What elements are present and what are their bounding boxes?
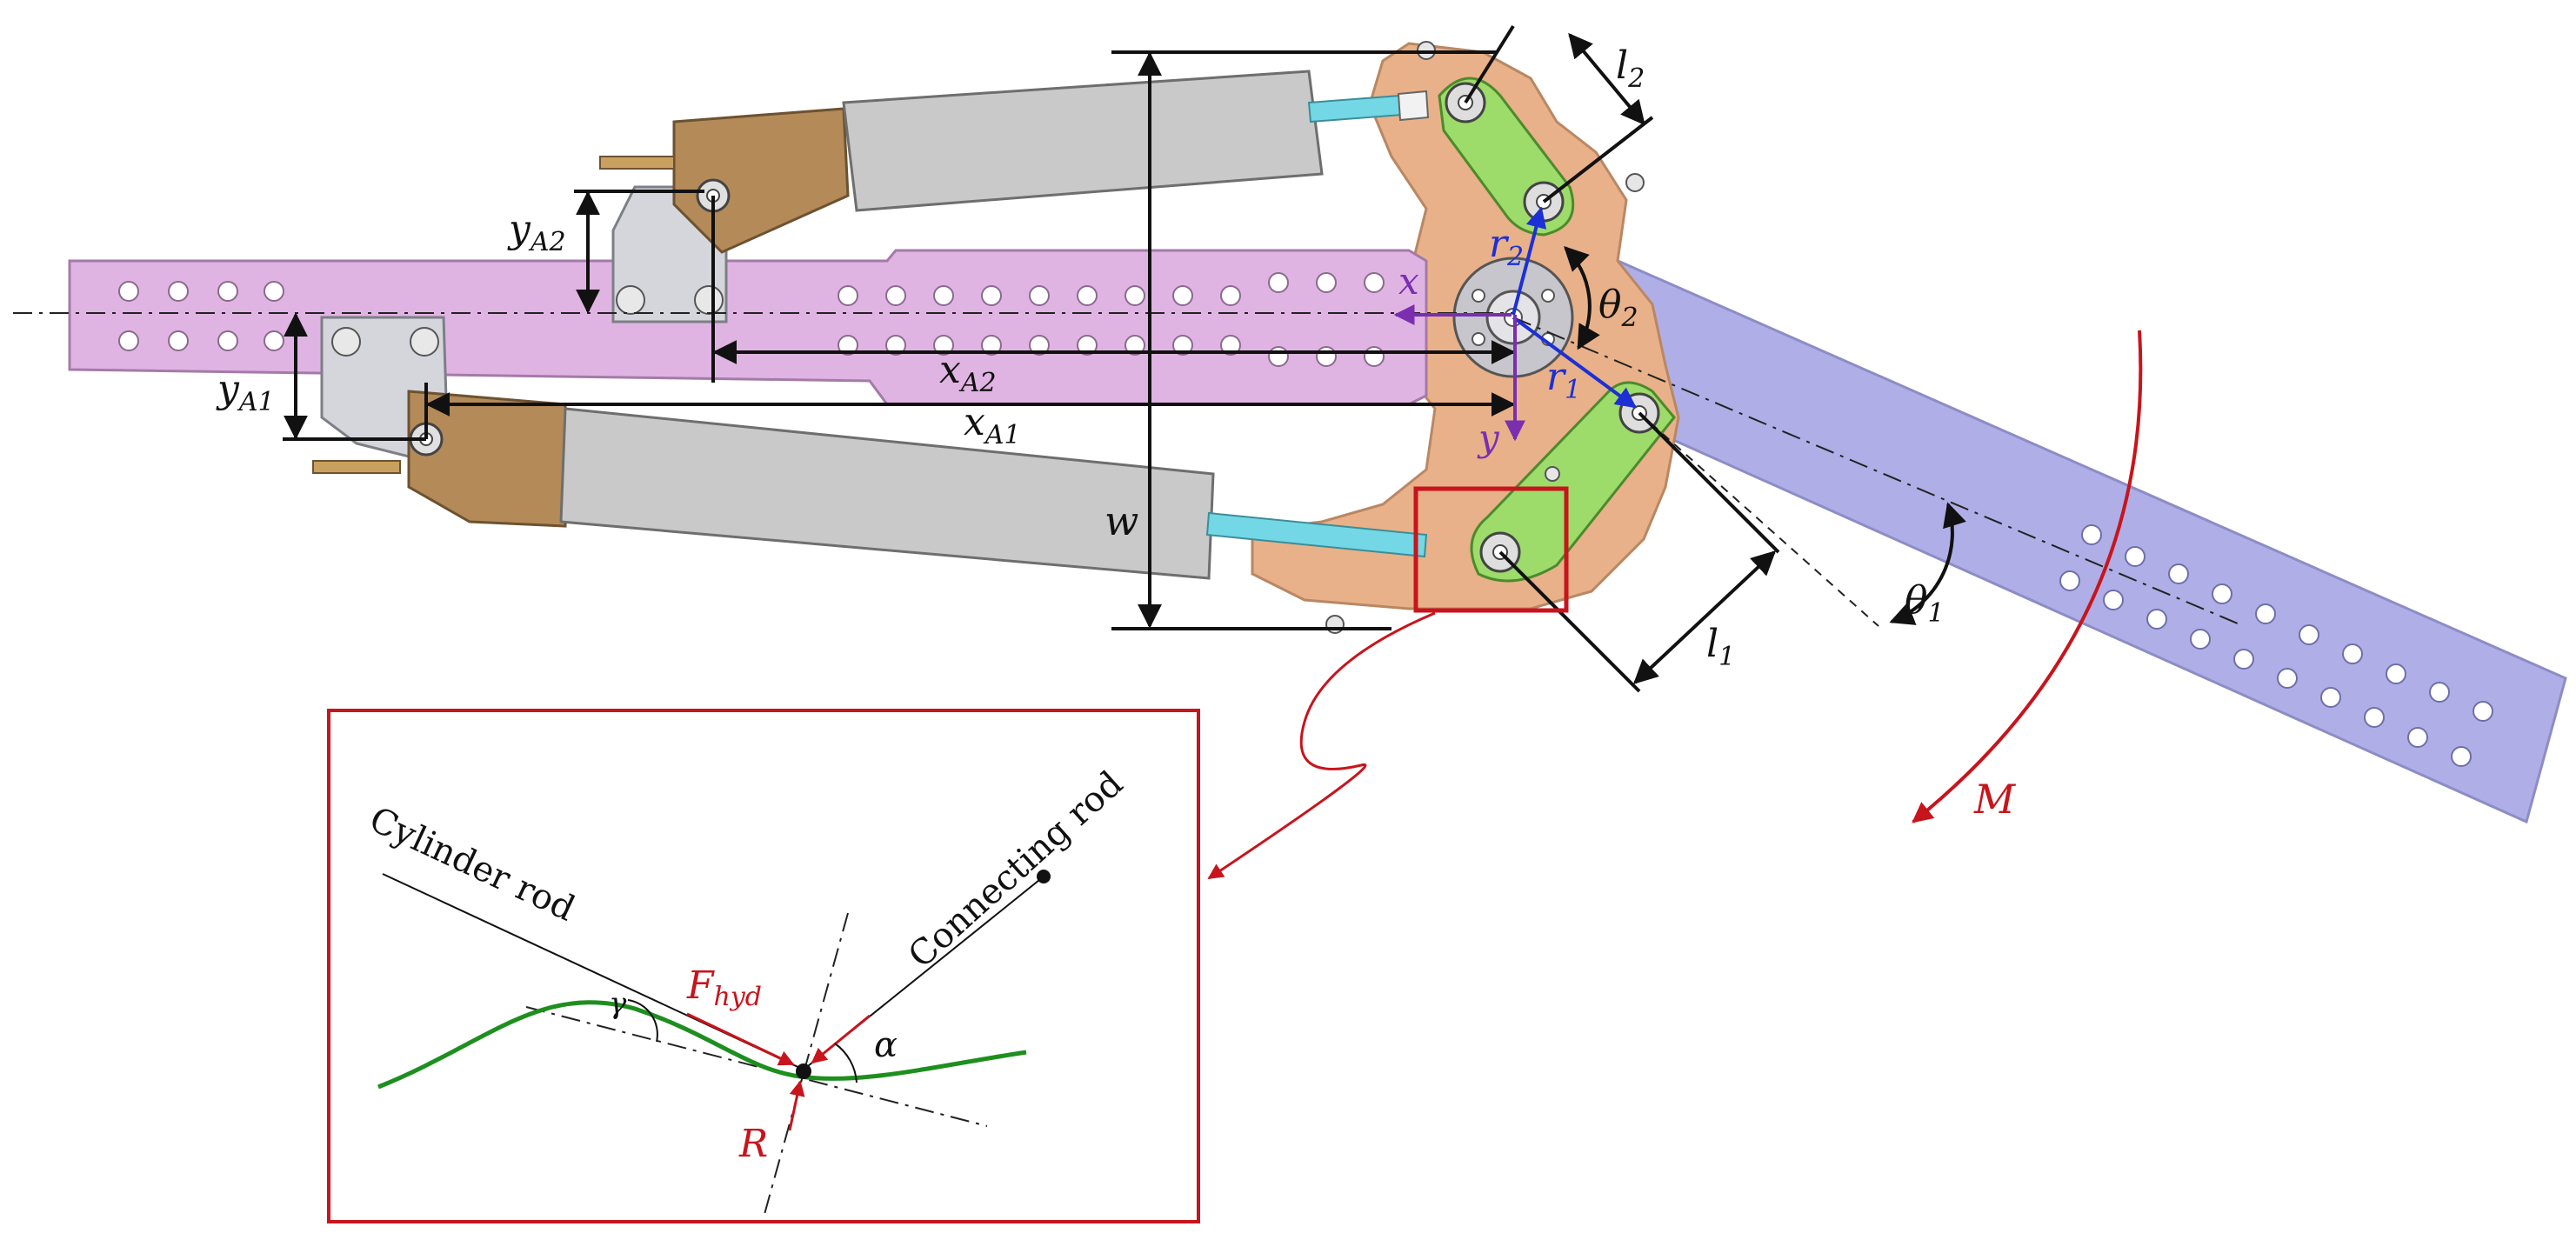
l1-label: l1	[1706, 622, 1735, 672]
xA1-main: x	[964, 400, 985, 444]
mechanism-drawing	[68, 41, 2567, 824]
connecting-rod-force-arrow	[811, 1014, 871, 1064]
arm-holes	[2059, 524, 2493, 767]
r1-main: r	[1546, 355, 1567, 399]
yA2-label: yA2	[507, 207, 566, 257]
r2-sub: 2	[1506, 242, 1524, 272]
gamma-label: γ	[609, 986, 627, 1021]
yA2-main: y	[507, 207, 531, 251]
tangent-line	[525, 1006, 988, 1127]
centerlines	[13, 312, 2245, 627]
l1-main: l	[1706, 622, 1718, 666]
xA2-sub: A2	[958, 368, 997, 398]
contact-point	[796, 1063, 811, 1079]
yA1-label: yA1	[216, 367, 275, 417]
l1-sub: 1	[1718, 642, 1735, 672]
r2-vector	[1512, 206, 1547, 316]
r2-label: r2	[1489, 222, 1524, 272]
yA2-sub: A2	[528, 227, 566, 257]
plate-bolt	[410, 327, 439, 357]
y-axis-label: y	[1477, 417, 1500, 459]
theta1-sub: 1	[1928, 598, 1945, 629]
f-hyd-label: Fhyd	[686, 963, 762, 1012]
yA1-sub: A1	[237, 387, 275, 417]
gamma-arc	[627, 999, 658, 1043]
r1-vector	[1512, 316, 1637, 409]
l2-main: l	[1616, 43, 1628, 88]
upper-hydraulic-cylinder	[599, 70, 1430, 254]
plate-bolt	[616, 285, 645, 315]
theta1-main: θ	[1905, 578, 1928, 623]
xA2-label: xA2	[939, 348, 997, 398]
alpha-arc	[834, 1043, 858, 1083]
cam-profile-curve	[377, 1000, 1027, 1090]
plate-bolt	[694, 285, 724, 315]
xA2-main: x	[939, 348, 961, 392]
detail-leader	[1207, 611, 1436, 880]
connecting-rod-end	[1037, 870, 1051, 883]
yA1-main: y	[216, 367, 240, 411]
x-axis-label: x	[1398, 260, 1419, 303]
dimensions	[283, 24, 1966, 693]
theta2-sub: 2	[1621, 303, 1638, 333]
theta2-label: θ2	[1598, 283, 1638, 333]
plate-bolt	[331, 327, 361, 357]
xA1-sub: A1	[983, 420, 1021, 450]
diagram-labels: l2 l1 yA2 yA1 xA2 xA1 w r2 r1 θ2 θ1 x y …	[216, 43, 2017, 823]
m-label: M	[1973, 776, 2017, 823]
force-detail-inset: Cylinder rod Connecting rod Fhyd R α γ	[327, 709, 1200, 1223]
theta2-main: θ	[1598, 283, 1622, 327]
f-hyd-sub: hyd	[714, 982, 762, 1012]
theta1-reference-line	[1638, 412, 1879, 627]
r1-label: r1	[1546, 355, 1581, 405]
pink-frame	[68, 249, 1428, 406]
l2-sub: 2	[1627, 63, 1645, 94]
lower-hydraulic-cylinder	[312, 390, 1428, 580]
f-hyd-arrow	[686, 1012, 795, 1066]
w-label: w	[1104, 497, 1138, 544]
xA1-label: xA1	[964, 400, 1021, 450]
detail-highlight-box	[1413, 486, 1569, 613]
r2-main: r	[1489, 222, 1510, 266]
f-hyd-main: F	[686, 963, 715, 1008]
r-reaction-arrow	[788, 1080, 805, 1131]
alpha-label: α	[874, 1025, 898, 1065]
inset-frame	[327, 709, 1200, 1223]
l2-label: l2	[1616, 43, 1645, 94]
theta1-label: θ1	[1905, 578, 1945, 629]
moment-arrow	[1912, 330, 2143, 823]
r1-sub: 1	[1565, 375, 1581, 405]
r-label: R	[738, 1122, 768, 1166]
